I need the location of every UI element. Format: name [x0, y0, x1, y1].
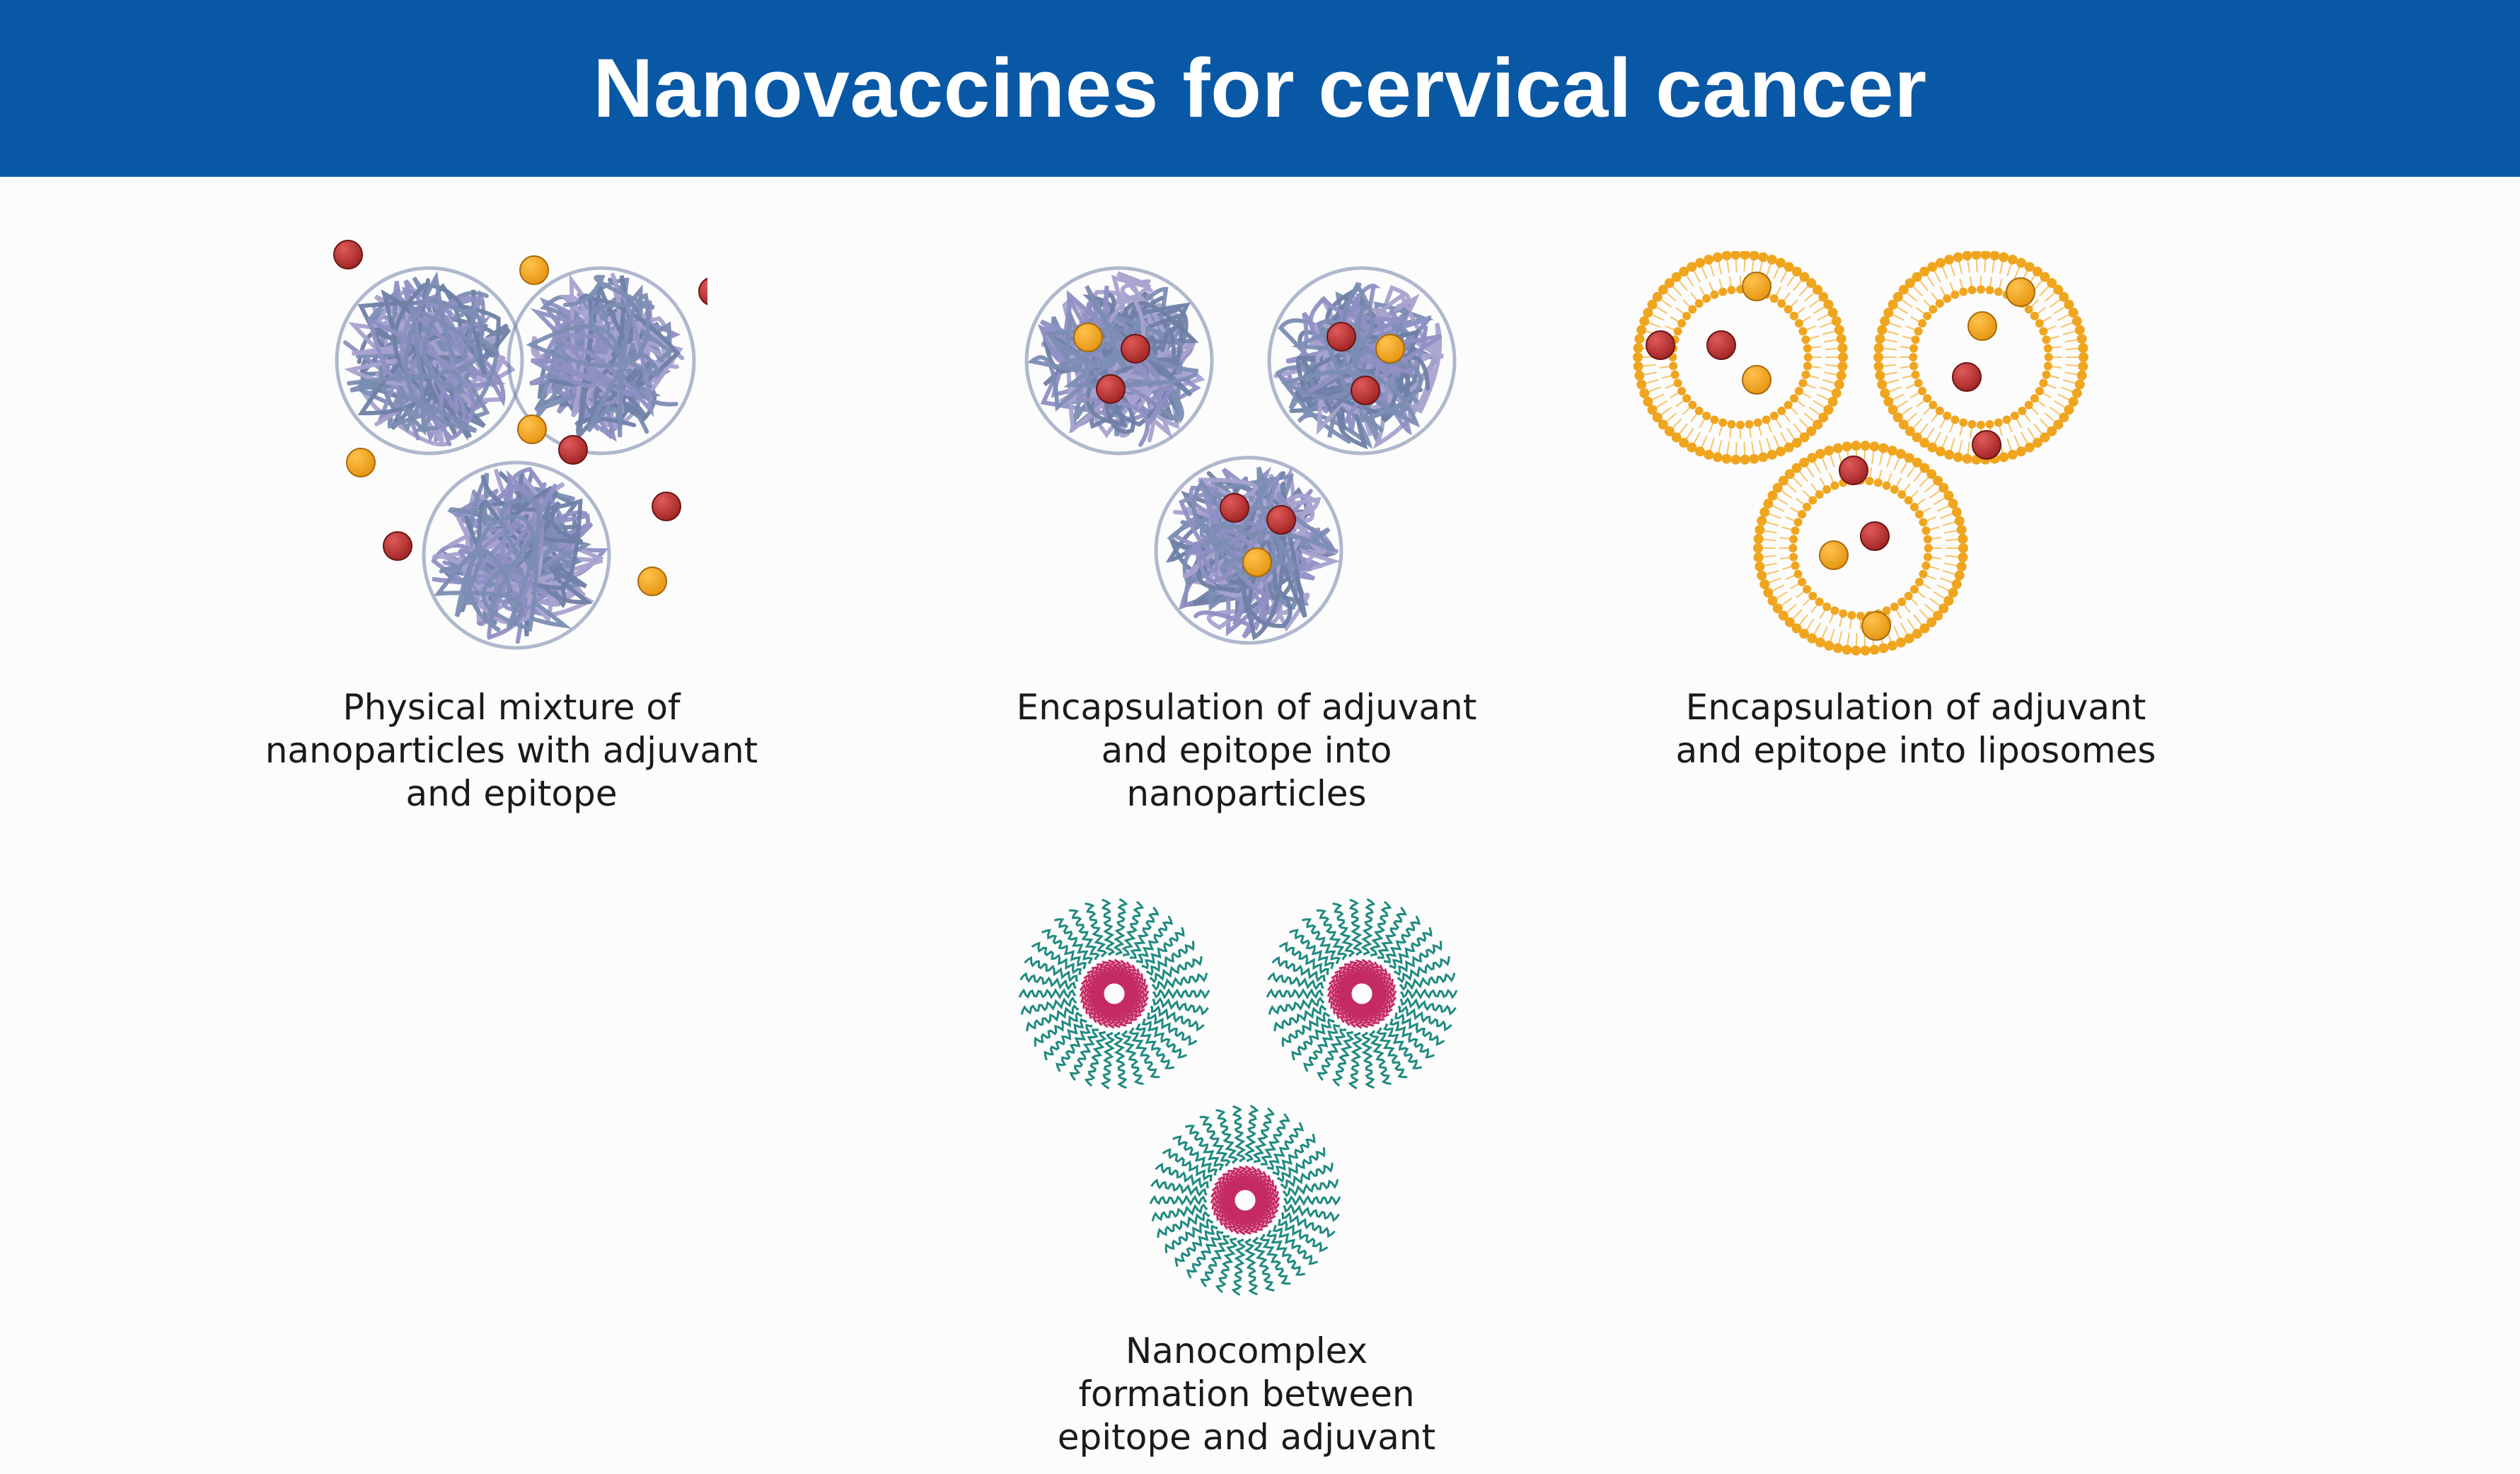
epitope-sphere: [1375, 334, 1405, 364]
epitope-sphere: [1742, 365, 1771, 395]
adjuvant-sphere: [1860, 521, 1890, 551]
epitope-sphere: [517, 414, 547, 444]
caption-physical-mixture: Physical mixture of nanoparticles with a…: [265, 687, 758, 814]
micelle: [1018, 898, 1210, 1090]
epitope-sphere: [1861, 611, 1891, 641]
caption-nanocomplex: Nanocomplex formation between epitope an…: [1057, 1330, 1436, 1458]
epitope-sphere: [1819, 540, 1849, 570]
nanoparticle: [1024, 266, 1214, 455]
epitope-sphere: [1073, 323, 1103, 352]
adjuvant-sphere: [383, 531, 412, 561]
panel-liposome-encapsulation: [1627, 250, 2094, 661]
epitope-sphere: [346, 448, 376, 477]
adjuvant-sphere: [1839, 455, 1868, 485]
epitope-sphere: [1242, 547, 1272, 577]
liposome: [1873, 250, 2088, 465]
title-banner: Nanovaccines for cervical cancer: [0, 0, 2520, 177]
liposome: [1633, 250, 1848, 465]
epitope-sphere: [519, 255, 549, 285]
micelle: [1149, 1104, 1341, 1296]
polymer-nanoparticle-encapsulation-icon: [1024, 266, 1457, 645]
epitope-sphere: [637, 567, 667, 596]
epitope-sphere: [2006, 277, 2035, 307]
panel-nanocomplex: [1012, 888, 1472, 1298]
liposome: [1753, 441, 1968, 656]
caption-liposome-encapsulation: Encapsulation of adjuvant and epitope in…: [1675, 687, 2156, 771]
adjuvant-sphere: [1327, 322, 1356, 352]
adjuvant-sphere: [1351, 376, 1380, 405]
adjuvant-sphere: [1266, 505, 1296, 535]
adjuvant-sphere: [1646, 330, 1675, 360]
adjuvant-sphere: [1121, 334, 1150, 364]
adjuvant-sphere: [333, 240, 363, 269]
panel-np-encapsulation: [1012, 262, 1472, 658]
adjuvant-sphere: [698, 277, 728, 306]
liposome-encapsulation-icon: [1633, 250, 2088, 656]
micelle: [1266, 898, 1458, 1090]
adjuvant-sphere: [652, 492, 681, 521]
adjuvant-sphere: [1972, 430, 2001, 460]
polymer-nanoparticle-mixture-icon: [333, 240, 728, 650]
nanoparticle: [422, 460, 611, 650]
epitope-sphere: [1742, 272, 1771, 301]
adjuvant-sphere: [1096, 374, 1126, 404]
nanoparticle: [1267, 266, 1457, 455]
epitope-sphere: [1967, 311, 1997, 341]
page-title: Nanovaccines for cervical cancer: [593, 42, 1927, 135]
nanoparticle: [507, 266, 696, 455]
adjuvant-sphere: [558, 435, 588, 465]
panel-physical-mixture: [311, 226, 728, 665]
adjuvant-sphere: [1952, 362, 1982, 392]
nanoparticle: [335, 266, 524, 455]
adjuvant-sphere: [1220, 493, 1249, 523]
adjuvant-sphere: [1706, 330, 1736, 360]
caption-np-encapsulation: Encapsulation of adjuvant and epitope in…: [1016, 687, 1477, 814]
nanocomplex-micelle-icon: [1018, 898, 1458, 1296]
